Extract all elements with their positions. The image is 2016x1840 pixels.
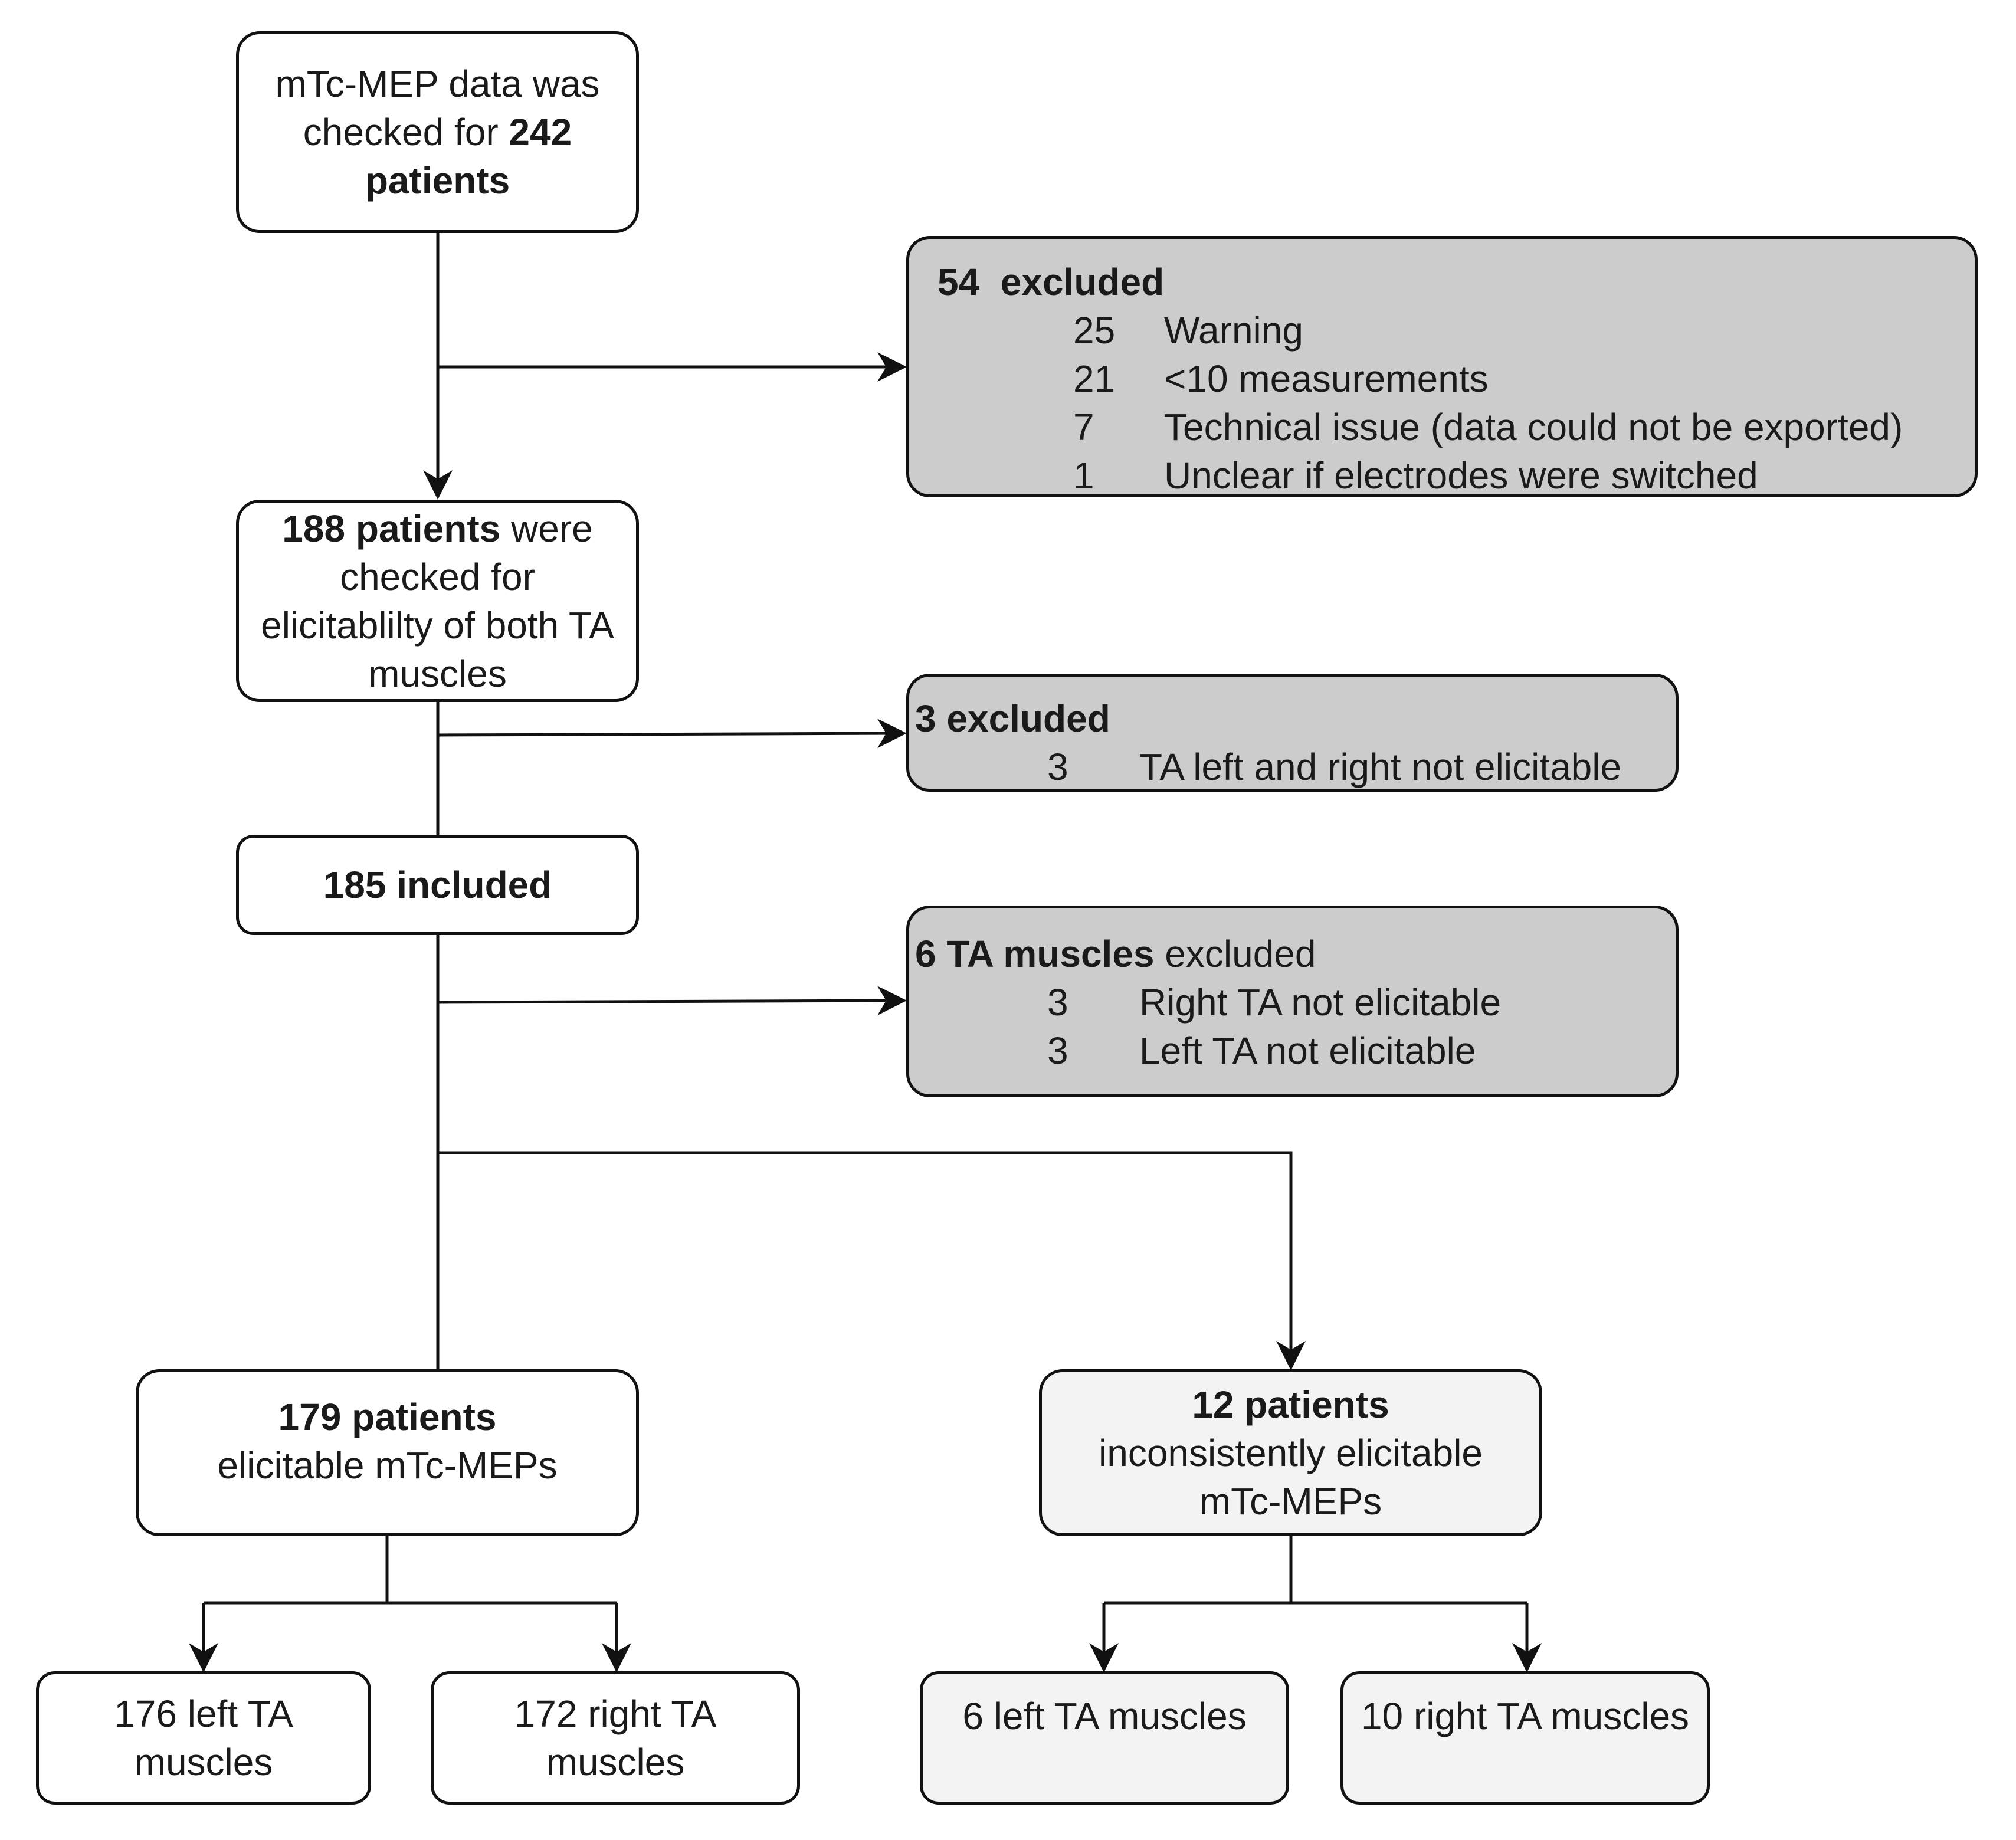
inconsistent-line2: inconsistently elicitable xyxy=(1099,1431,1483,1474)
inconsistent-box: 12 patients inconsistently elicitable mT… xyxy=(1039,1369,1542,1536)
left-ta-box-1: 176 left TA muscles xyxy=(36,1671,371,1805)
arrow-to-inconsistent xyxy=(438,1151,1306,1370)
left1-line1: 176 left TA xyxy=(114,1693,293,1735)
exclusion1-row: 21<10 measurements xyxy=(1073,357,1489,400)
inconsistent-title: 12 patients xyxy=(1192,1383,1389,1426)
start-line3: patients xyxy=(365,159,510,202)
start-box: mTc-MEP data was checked for 242 patient… xyxy=(236,31,639,233)
right1-line1: 172 right TA xyxy=(514,1693,717,1735)
exclusion2-title: 3 excluded xyxy=(915,697,1110,740)
checked-line4: muscles xyxy=(368,652,507,695)
right1-line2: muscles xyxy=(546,1741,685,1783)
exclusion1-title: 54 excluded xyxy=(937,261,1165,303)
checked-line1: 188 patients were xyxy=(282,507,593,550)
inconsistent-line3: mTc-MEPs xyxy=(1199,1480,1382,1523)
checked-box: 188 patients were checked for elicitabli… xyxy=(236,500,639,702)
exclusion3-title: 6 TA muscles excluded xyxy=(915,933,1316,975)
included-box: 185 included xyxy=(236,835,639,935)
elicitable-title: 179 patients xyxy=(278,1395,497,1438)
left-ta-box-2: 6 left TA muscles xyxy=(920,1671,1289,1805)
right-ta-box-1: 172 right TA muscles xyxy=(431,1671,800,1805)
elicitable-line2: elicitable mTc-MEPs xyxy=(217,1444,558,1487)
elicitable-box: 179 patients elicitable mTc-MEPs xyxy=(136,1369,639,1536)
checked-line2: checked for xyxy=(340,555,535,598)
right2-line1: 10 right TA muscles xyxy=(1361,1695,1690,1737)
start-line1: mTc-MEP data was xyxy=(275,63,600,105)
right-ta-box-2: 10 right TA muscles xyxy=(1340,1671,1710,1805)
arrow-to-exclusion3 xyxy=(437,986,907,1016)
checked-line3: elicitablilty of both TA xyxy=(261,604,614,647)
included-label: 185 included xyxy=(323,864,552,906)
arrow-to-exclusion2 xyxy=(437,719,907,749)
start-line2: checked for 242 xyxy=(303,111,572,153)
left1-line2: muscles xyxy=(134,1741,273,1783)
left2-line1: 6 left TA muscles xyxy=(962,1695,1247,1737)
